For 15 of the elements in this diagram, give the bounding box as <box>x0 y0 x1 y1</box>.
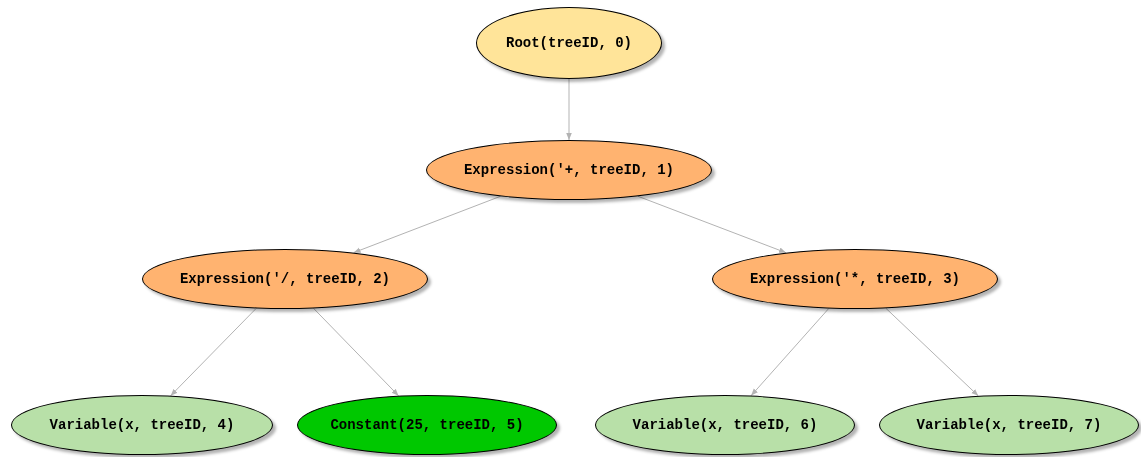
node-label: Root(treeID, 0) <box>506 35 632 51</box>
node-label: Expression('*, treeID, 3) <box>749 271 960 287</box>
node-label: Variable(x, treeID, 7) <box>916 417 1102 433</box>
node-label: Variable(x, treeID, 4) <box>49 417 235 433</box>
node-label: Expression('/, treeID, 2) <box>179 271 390 287</box>
arrow <box>353 195 501 254</box>
arrow <box>637 195 787 254</box>
node-label: Variable(x, treeID, 6) <box>632 417 818 433</box>
node-label: Constant(25, treeID, 5) <box>330 417 524 433</box>
arrow <box>750 308 830 397</box>
arrow <box>566 78 572 141</box>
arrow <box>885 307 979 397</box>
arrow <box>170 307 257 397</box>
arrow <box>313 307 400 397</box>
node-label: Expression('+, treeID, 1) <box>463 162 674 178</box>
